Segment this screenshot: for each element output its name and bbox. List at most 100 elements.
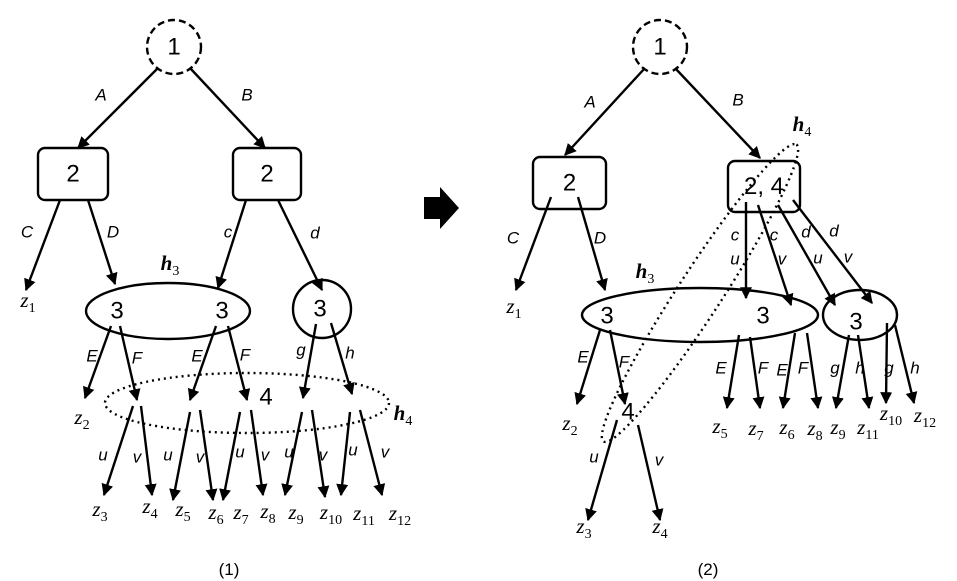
leaf-label: z12 (388, 501, 411, 529)
box-node-label: 2, 4 (744, 173, 784, 200)
edge-label: g (884, 359, 894, 378)
edge-arrow (756, 204, 794, 307)
h3-label: h3 (636, 259, 655, 287)
edge-label: A (583, 93, 595, 112)
edge-arrow (77, 67, 159, 149)
edge-label: F (240, 346, 252, 365)
info-set-ellipse (580, 286, 820, 344)
edge-label: u (235, 443, 245, 462)
leaf-label: z6 (778, 415, 794, 443)
leaf-label: z3 (91, 497, 107, 525)
edge-arrow (776, 204, 837, 307)
root-node-label: 1 (167, 34, 180, 61)
edge-label: A (94, 86, 106, 105)
edge-label: u (98, 446, 108, 465)
box-node-label: 2 (563, 170, 576, 197)
edge-arrow (564, 67, 646, 156)
edge-label: h (345, 344, 354, 363)
edge-arrow (298, 323, 318, 400)
edge-arrow (189, 67, 266, 149)
edge-arrow (118, 325, 141, 402)
leaf-label: z12 (913, 403, 936, 431)
info-set-ellipse (84, 281, 252, 341)
edge-label: D (594, 229, 606, 248)
edge-arrow (187, 325, 218, 402)
leaf-label: z11 (856, 415, 879, 443)
leaf-label: z8 (259, 499, 275, 527)
root-node (145, 18, 203, 76)
edge-label: v (778, 250, 788, 269)
leaf-label: z5 (711, 414, 727, 442)
edge-arrow (792, 199, 873, 304)
edge-arrow (880, 322, 893, 405)
edge-arrow (856, 334, 874, 410)
edge-label: F (798, 359, 810, 378)
leaf-label: z11 (352, 501, 375, 529)
node-3-label: 3 (313, 296, 326, 323)
edge-label: v (655, 451, 665, 470)
edge-label: F (758, 359, 770, 378)
edge-label: g (830, 359, 840, 378)
edge-arrow (83, 325, 113, 400)
edge-label: c (224, 223, 233, 242)
leaf-label: z7 (747, 416, 763, 444)
edge-label: u (163, 446, 173, 465)
edge-arrow (281, 411, 304, 497)
node-4-label: 4 (259, 384, 272, 411)
edge-label: h (910, 359, 919, 378)
edge-label: u (348, 441, 358, 460)
edge-arrow (805, 332, 823, 410)
leaf-label: z2 (73, 405, 89, 433)
edge-label: u (284, 443, 294, 462)
caption: (2) (698, 560, 719, 579)
edge-arrow (24, 199, 62, 292)
leaf-label: z4 (651, 514, 667, 542)
edge-arrow (893, 324, 918, 405)
node-3-label: 3 (600, 303, 613, 330)
edge-arrow (574, 329, 602, 406)
leaf-label: z4 (141, 494, 157, 522)
edge-arrow (101, 405, 135, 497)
box-node (531, 155, 608, 211)
edge-label: B (732, 91, 743, 110)
edge-label: d (829, 222, 839, 241)
edge-arrow (219, 411, 242, 502)
node-3-label: 3 (849, 309, 862, 336)
leaf-label: z10 (319, 500, 342, 528)
h4-info-set-ellipse (103, 371, 391, 435)
edge-arrow (215, 199, 248, 290)
leaf-label: z7 (232, 500, 248, 528)
edge-label: c (770, 226, 779, 245)
edge-label: B (241, 86, 252, 105)
h3-label: h3 (161, 251, 180, 279)
edge-arrow (198, 409, 218, 502)
leaf-label: z10 (879, 401, 902, 429)
edge-label: c (731, 226, 740, 245)
edge-arrow (358, 409, 386, 497)
leaf-label: z9 (829, 415, 845, 443)
right-arrow-icon (424, 187, 459, 229)
edge-label: d (310, 224, 320, 243)
edge-label: F (619, 353, 631, 372)
edge-label: E (577, 348, 589, 367)
root-node (631, 18, 689, 76)
edge-label: v (319, 446, 329, 465)
edge-arrow (336, 411, 352, 497)
leaf-label: z1 (505, 294, 521, 322)
node-4-label: 4 (621, 399, 634, 426)
edge-arrow (778, 332, 797, 410)
edge-arrow (748, 336, 765, 410)
edge-arrow (310, 409, 330, 499)
edge-arrow (139, 405, 157, 497)
edge-label: u (589, 448, 599, 467)
edge-label: u (730, 250, 740, 269)
edge-label: v (133, 448, 143, 467)
edge-label: C (21, 223, 34, 242)
edge-arrow (576, 196, 608, 292)
node-3-label: 3 (215, 298, 228, 325)
edge-label: D (107, 223, 119, 242)
edge-label: v (381, 443, 391, 462)
